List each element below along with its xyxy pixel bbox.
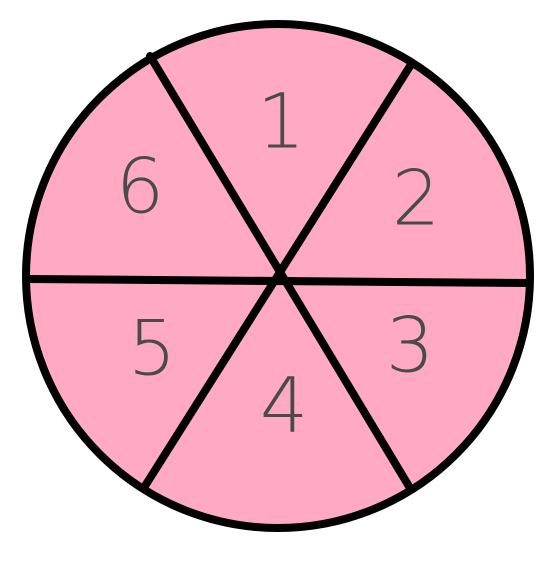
section-4-label: 4 — [260, 361, 308, 450]
section-3-label: 3 — [386, 301, 434, 390]
spinner-labels: 1 2 3 4 5 6 — [116, 77, 440, 450]
spinner-dividers — [23, 52, 532, 492]
section-1-label: 1 — [257, 77, 305, 166]
section-5-label: 5 — [128, 304, 176, 393]
divider-line — [141, 59, 416, 490]
section-2-label: 2 — [392, 154, 440, 243]
section-6-label: 6 — [116, 142, 164, 231]
divider-line — [23, 275, 532, 287]
